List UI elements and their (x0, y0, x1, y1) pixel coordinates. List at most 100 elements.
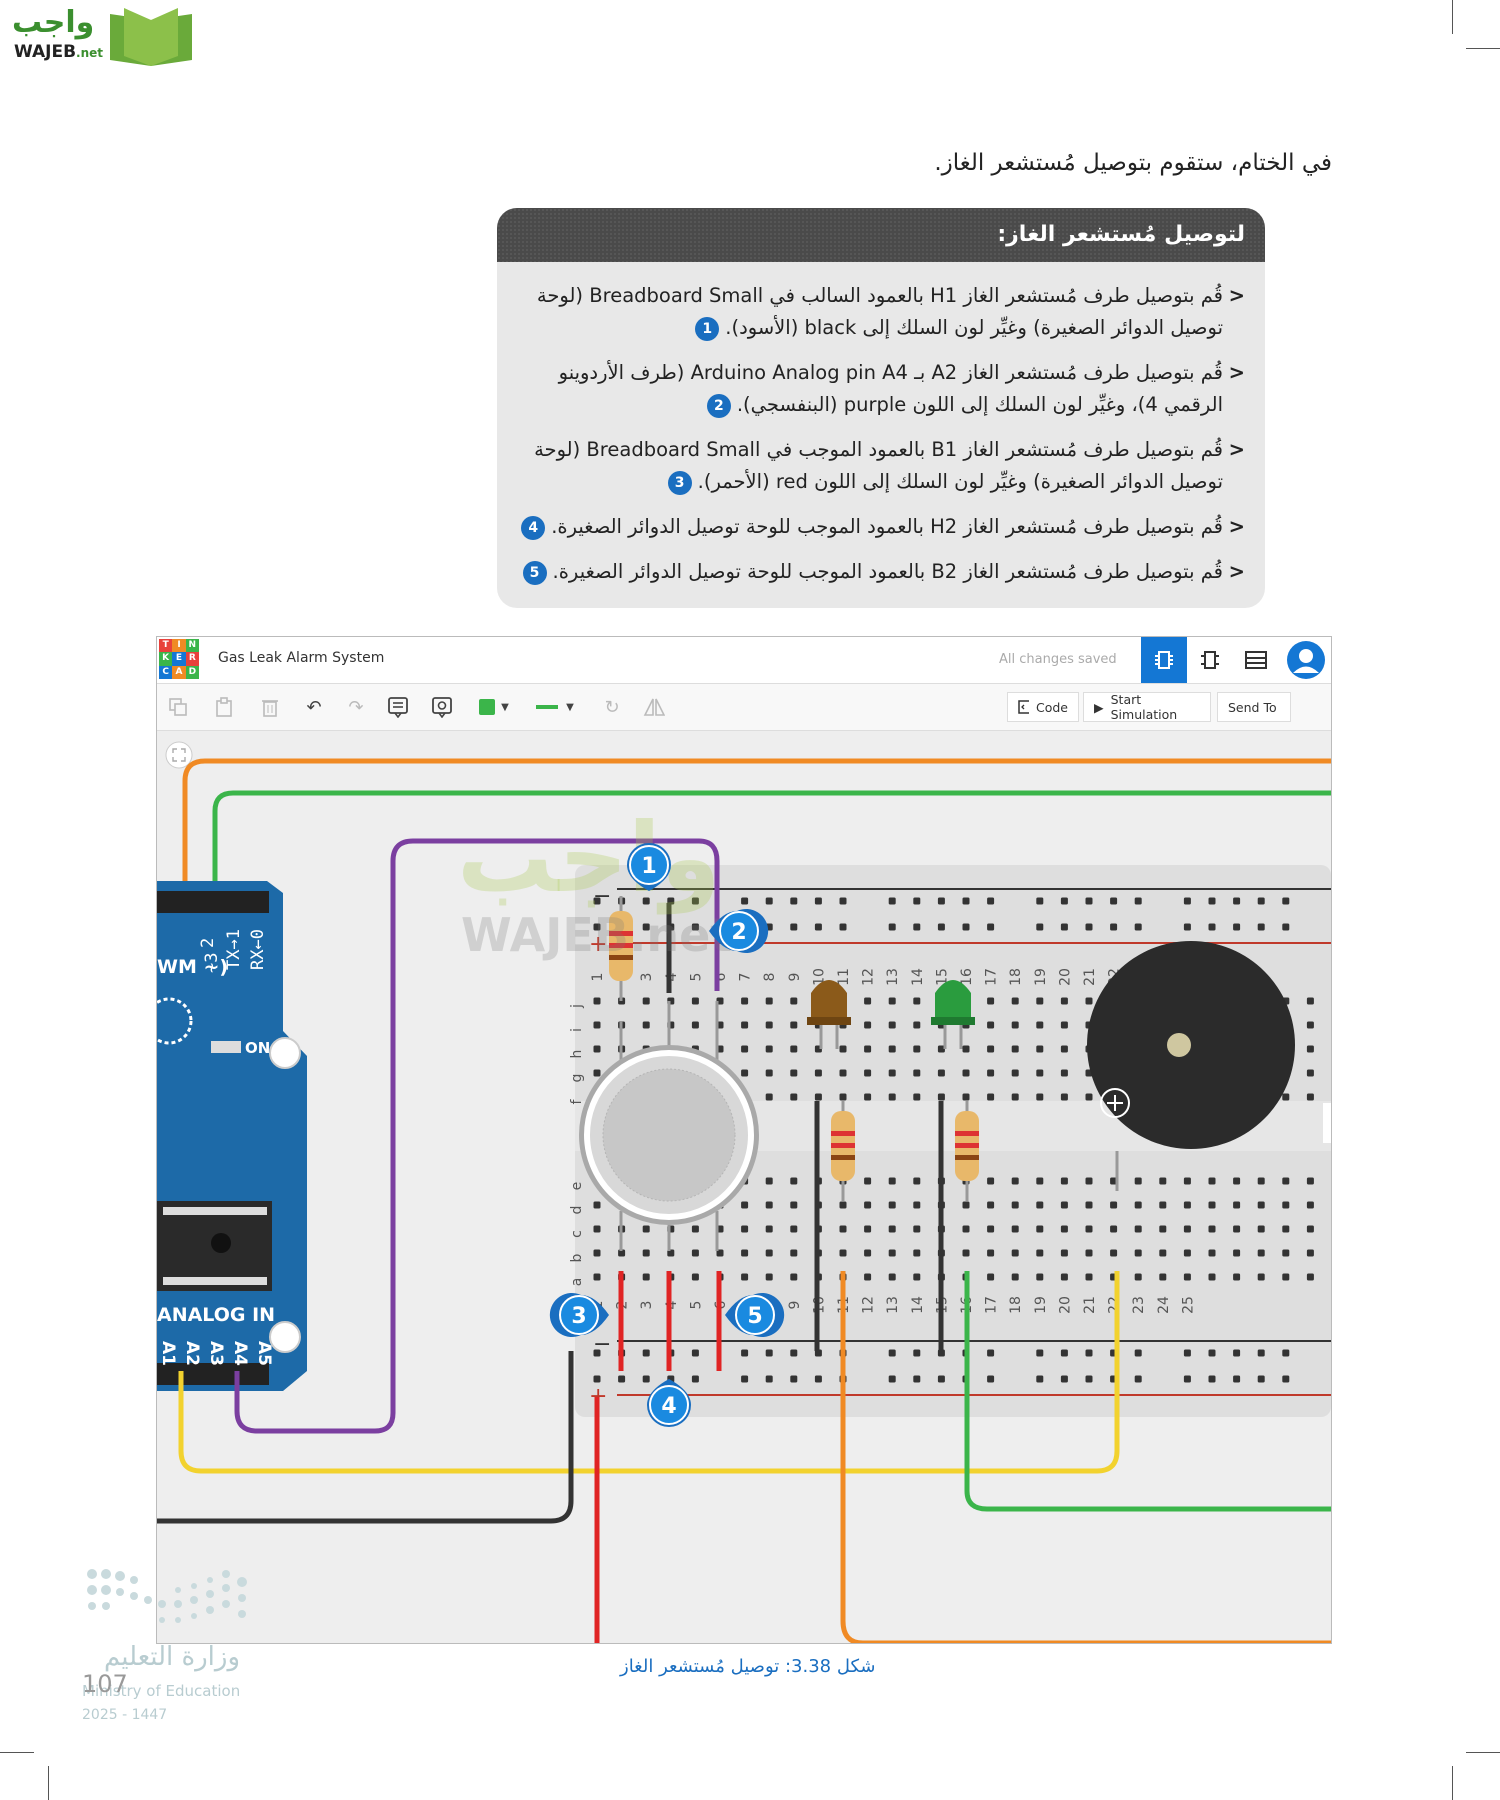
breadboard-hole[interactable] (814, 1375, 822, 1383)
breadboard-hole[interactable] (1134, 1273, 1142, 1281)
breadboard-hole[interactable] (888, 1093, 896, 1101)
orange-wire[interactable] (182, 758, 1331, 921)
breadboard-hole[interactable] (765, 997, 773, 1005)
breadboard-hole[interactable] (691, 897, 699, 905)
breadboard-hole[interactable] (1233, 897, 1241, 905)
green-led-wire[interactable] (964, 1271, 1331, 1512)
breadboard-hole[interactable] (1060, 1225, 1068, 1233)
breadboard-hole[interactable] (1183, 1249, 1191, 1257)
breadboard-hole[interactable] (1233, 1177, 1241, 1185)
breadboard-hole[interactable] (1110, 1201, 1118, 1209)
breadboard-hole[interactable] (691, 997, 699, 1005)
schematic-view-button[interactable] (1187, 637, 1233, 683)
breadboard-hole[interactable] (790, 1045, 798, 1053)
breadboard-hole[interactable] (1011, 1069, 1019, 1077)
breadboard-hole[interactable] (1306, 1021, 1314, 1029)
breadboard-hole[interactable] (593, 1069, 601, 1077)
breadboard-hole[interactable] (642, 923, 650, 931)
breadboard-hole[interactable] (864, 1273, 872, 1281)
breadboard-hole[interactable] (987, 1349, 995, 1357)
breadboard-hole[interactable] (987, 1177, 995, 1185)
breadboard-hole[interactable] (1282, 1225, 1290, 1233)
breadboard-hole[interactable] (1183, 1349, 1191, 1357)
breadboard-hole[interactable] (987, 1201, 995, 1209)
breadboard-hole[interactable] (1233, 1349, 1241, 1357)
breadboard-hole[interactable] (1011, 1045, 1019, 1053)
breadboard-hole[interactable] (741, 1375, 749, 1383)
user-avatar[interactable] (1283, 637, 1329, 683)
breadboard-hole[interactable] (962, 1201, 970, 1209)
breadboard-hole[interactable] (1085, 1201, 1093, 1209)
breadboard-hole[interactable] (1257, 1201, 1265, 1209)
breadboard-hole[interactable] (888, 1069, 896, 1077)
breadboard-hole[interactable] (888, 997, 896, 1005)
breadboard-hole[interactable] (790, 1201, 798, 1209)
breadboard-hole[interactable] (1183, 923, 1191, 931)
breadboard-hole[interactable] (1306, 1249, 1314, 1257)
breadboard-hole[interactable] (1036, 1093, 1044, 1101)
breadboard-hole[interactable] (864, 1021, 872, 1029)
breadboard-hole[interactable] (1306, 1093, 1314, 1101)
breadboard-hole[interactable] (1208, 1201, 1216, 1209)
breadboard-hole[interactable] (642, 1273, 650, 1281)
breadboard-hole[interactable] (1306, 1177, 1314, 1185)
breadboard-hole[interactable] (1085, 897, 1093, 905)
breadboard-hole[interactable] (839, 1045, 847, 1053)
breadboard-hole[interactable] (1060, 923, 1068, 931)
breadboard-hole[interactable] (962, 1045, 970, 1053)
breadboard-hole[interactable] (765, 1375, 773, 1383)
breadboard-hole[interactable] (1134, 1177, 1142, 1185)
breadboard-hole[interactable] (1257, 1273, 1265, 1281)
breadboard-hole[interactable] (1257, 1375, 1265, 1383)
breadboard-hole[interactable] (1060, 1249, 1068, 1257)
breadboard-hole[interactable] (790, 1093, 798, 1101)
breadboard-hole[interactable] (1159, 1273, 1167, 1281)
breadboard-hole[interactable] (814, 1093, 822, 1101)
breadboard-hole[interactable] (839, 1093, 847, 1101)
breadboard-hole[interactable] (1110, 923, 1118, 931)
breadboard-hole[interactable] (1257, 923, 1265, 931)
resistor[interactable] (609, 896, 633, 1001)
breadboard-hole[interactable] (987, 997, 995, 1005)
breadboard-hole[interactable] (987, 1225, 995, 1233)
breadboard-hole[interactable] (1036, 897, 1044, 905)
breadboard-hole[interactable] (642, 897, 650, 905)
breadboard-hole[interactable] (1036, 1375, 1044, 1383)
breadboard-hole[interactable] (1233, 923, 1241, 931)
breadboard-hole[interactable] (790, 1177, 798, 1185)
breadboard-hole[interactable] (1011, 1177, 1019, 1185)
fit-view-icon[interactable] (165, 741, 193, 769)
breadboard-hole[interactable] (642, 1225, 650, 1233)
breadboard-hole[interactable] (765, 1045, 773, 1053)
breadboard-hole[interactable] (1060, 1021, 1068, 1029)
breadboard-hole[interactable] (888, 923, 896, 931)
breadboard-hole[interactable] (1208, 1375, 1216, 1383)
breadboard-hole[interactable] (1085, 1177, 1093, 1185)
breadboard-hole[interactable] (765, 897, 773, 905)
breadboard-hole[interactable] (741, 1249, 749, 1257)
delete-button[interactable] (255, 692, 285, 722)
breadboard-hole[interactable] (1060, 1349, 1068, 1357)
breadboard-hole[interactable] (1036, 1249, 1044, 1257)
breadboard-hole[interactable] (864, 1093, 872, 1101)
breadboard-hole[interactable] (1208, 1225, 1216, 1233)
breadboard-hole[interactable] (1183, 1177, 1191, 1185)
breadboard-hole[interactable] (741, 1069, 749, 1077)
breadboard-hole[interactable] (1233, 1201, 1241, 1209)
breadboard-hole[interactable] (1208, 1273, 1216, 1281)
breadboard-hole[interactable] (987, 1045, 995, 1053)
breadboard-hole[interactable] (839, 923, 847, 931)
breadboard-hole[interactable] (1060, 1045, 1068, 1053)
breadboard-hole[interactable] (593, 897, 601, 905)
breadboard-hole[interactable] (1134, 1249, 1142, 1257)
resistor[interactable] (831, 1101, 855, 1201)
breadboard-hole[interactable] (1282, 1349, 1290, 1357)
breadboard-hole[interactable] (1183, 1375, 1191, 1383)
breadboard-hole[interactable] (790, 1349, 798, 1357)
breadboard-hole[interactable] (1134, 1225, 1142, 1233)
breadboard-hole[interactable] (765, 1225, 773, 1233)
breadboard-hole[interactable] (1282, 1249, 1290, 1257)
breadboard-hole[interactable] (814, 923, 822, 931)
breadboard-hole[interactable] (1306, 1045, 1314, 1053)
breadboard-hole[interactable] (1060, 1201, 1068, 1209)
